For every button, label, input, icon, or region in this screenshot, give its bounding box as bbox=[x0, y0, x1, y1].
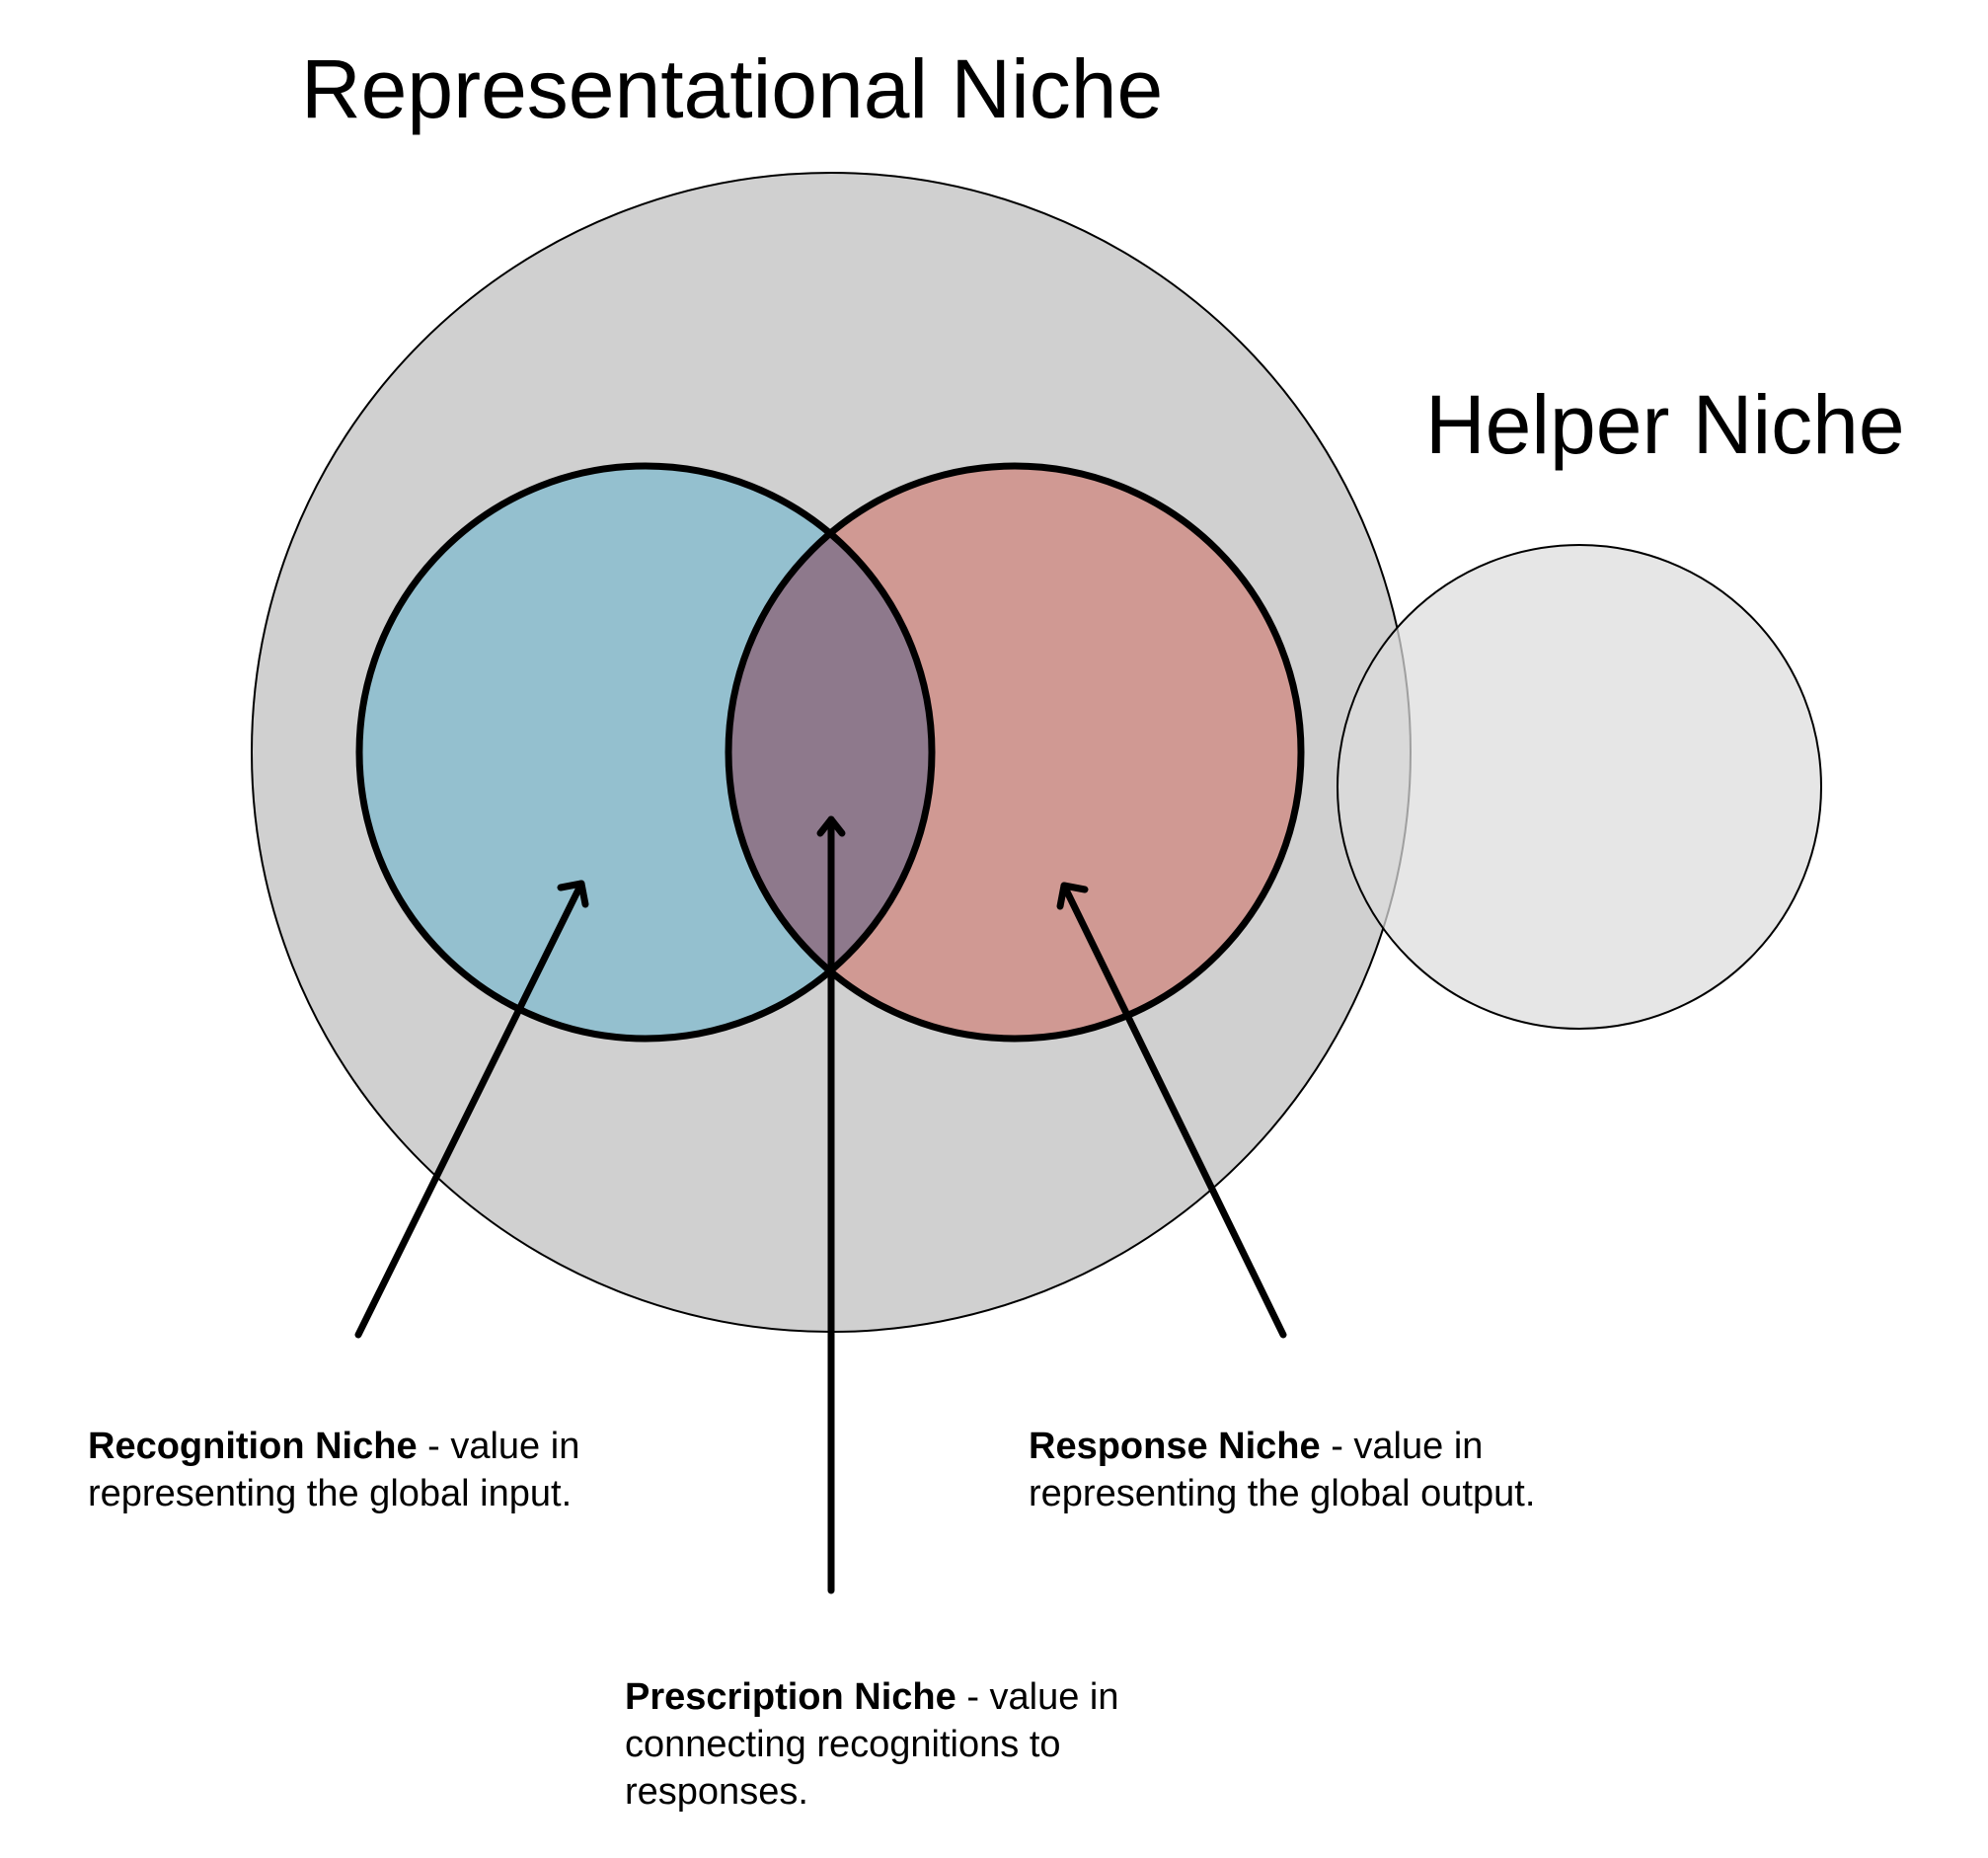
response-niche-term: Response Niche bbox=[1029, 1426, 1321, 1467]
helper-niche-title: Helper Niche bbox=[1425, 378, 1905, 471]
prescription-niche-description: - value in connecting recognitions to re… bbox=[625, 1676, 1119, 1813]
response-arrow bbox=[1056, 882, 1287, 1339]
recognition-arrow bbox=[354, 880, 589, 1339]
recognition-niche-annotation: Recognition Niche - value in representin… bbox=[88, 1423, 680, 1517]
response-niche-annotation: Response Niche - value in representing t… bbox=[1029, 1423, 1660, 1517]
recognition-niche-description: - value in representing the global input… bbox=[88, 1426, 580, 1514]
prescription-niche-term: Prescription Niche bbox=[625, 1676, 956, 1718]
prescription-niche-overlap bbox=[728, 466, 932, 1039]
response-niche-description: - value in representing the global outpu… bbox=[1029, 1426, 1536, 1514]
recognition-niche-outline bbox=[355, 462, 936, 1043]
response-niche-outline bbox=[725, 462, 1305, 1043]
helper-niche-circle bbox=[1337, 544, 1822, 1030]
recognition-niche-term: Recognition Niche bbox=[88, 1426, 418, 1467]
prescription-arrow bbox=[816, 815, 846, 1594]
representational-niche-title: Representational Niche bbox=[301, 42, 1164, 135]
prescription-niche-annotation: Prescription Niche - value in connecting… bbox=[625, 1673, 1197, 1816]
